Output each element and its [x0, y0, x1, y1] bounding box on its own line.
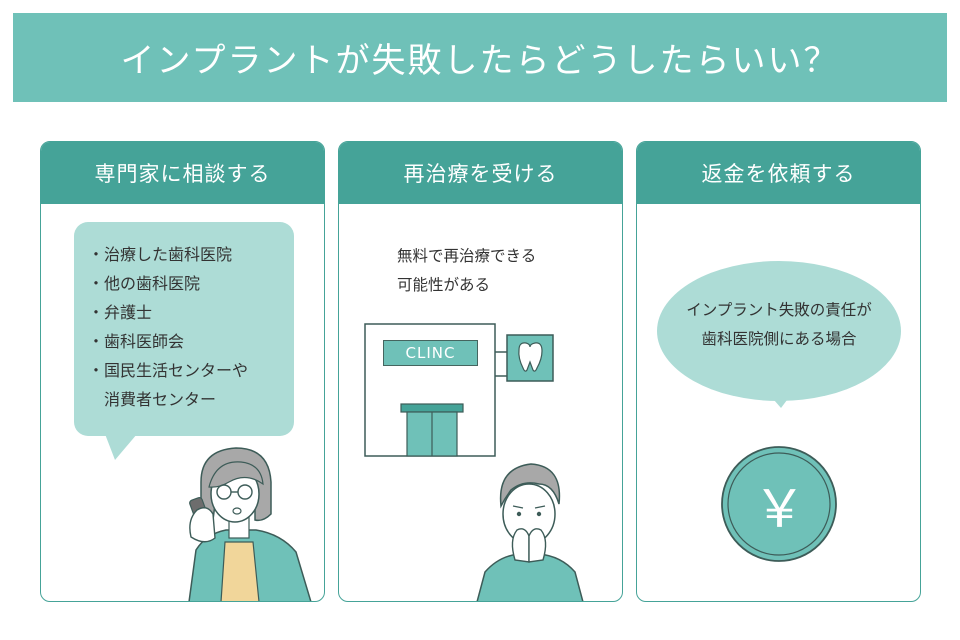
- refund-note: インプラント失敗の責任が 歯科医院側にある場合: [659, 296, 899, 354]
- list-item: ・治療した歯科医院: [88, 245, 233, 264]
- contact-list: ・治療した歯科医院 ・他の歯科医院 ・弁護士 ・歯科医師会 ・国民生活センターや…: [74, 222, 294, 414]
- panel-heading: 専門家に相談する: [41, 142, 324, 204]
- clinic-sign: CLINC: [383, 340, 478, 366]
- note-line: 無料で再治療できる: [397, 247, 537, 265]
- note-line: 歯科医院側にある場合: [701, 330, 857, 348]
- yen-coin-icon: [721, 446, 837, 562]
- list-item: ・他の歯科医院: [88, 274, 201, 293]
- person-on-phone-icon: [188, 447, 312, 601]
- page-title: インプラントが失敗したらどうしたらいい？: [13, 13, 947, 102]
- retreatment-note: 無料で再治療できる 可能性がある: [397, 242, 607, 300]
- worried-person-icon: [476, 463, 584, 601]
- panel-heading: 返金を依頼する: [637, 142, 920, 204]
- tooth-sign-icon: [506, 334, 554, 382]
- speech-bubble: ・治療した歯科医院 ・他の歯科医院 ・弁護士 ・歯科医師会 ・国民生活センターや…: [74, 222, 294, 436]
- list-item: ・歯科医師会: [88, 332, 185, 351]
- panel-refund: 返金を依頼する インプラント失敗の責任が 歯科医院側にある場合 ￥: [636, 141, 921, 602]
- list-item: ・国民生活センターや消費者センター: [88, 361, 249, 409]
- list-item: ・弁護士: [88, 303, 153, 322]
- note-line: インプラント失敗の責任が: [686, 301, 872, 319]
- note-line: 可能性がある: [397, 276, 491, 294]
- panel-heading: 再治療を受ける: [339, 142, 622, 204]
- panel-consult-expert: 専門家に相談する ・治療した歯科医院 ・他の歯科医院 ・弁護士 ・歯科医師会 ・…: [40, 141, 325, 602]
- speech-bubble: [657, 261, 901, 408]
- speech-bubble-tail: [105, 434, 137, 460]
- yen-symbol: ￥: [753, 479, 806, 540]
- panel-retreatment: 再治療を受ける 無料で再治療できる 可能性がある CLINC: [338, 141, 623, 602]
